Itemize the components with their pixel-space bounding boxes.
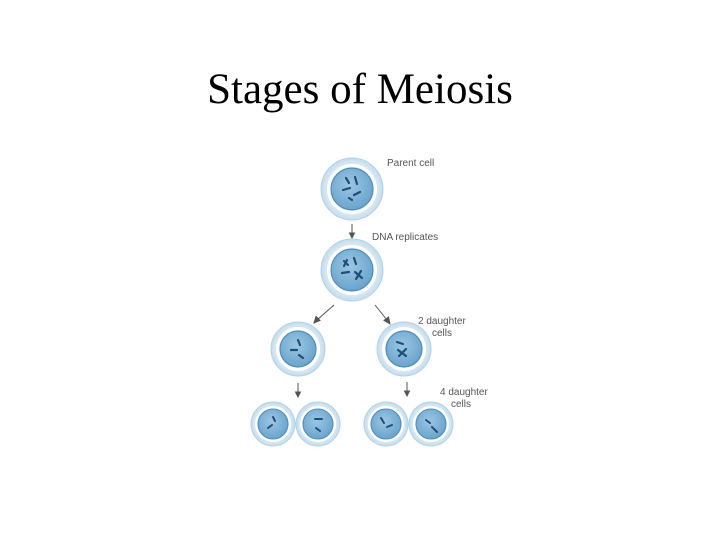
replicated-nucleus (330, 248, 374, 292)
parent-nucleus (330, 167, 374, 211)
replicated-cell (320, 238, 384, 302)
granddaughter-cell-4 (408, 401, 454, 447)
arrow-down-right (374, 304, 391, 326)
granddaughter-cell-2 (295, 401, 341, 447)
replicated-chromosomes (340, 256, 364, 281)
arrow-down-left (313, 304, 335, 324)
arrow-down-right-pair (403, 382, 411, 398)
daughter-cell-left (270, 321, 326, 377)
label-parent-cell: Parent cell (387, 158, 434, 169)
label-dna-replicates: DNA replicates (372, 232, 438, 243)
label-four-daughter-line1: 4 daughter (440, 387, 488, 398)
arrow-down-left-pair (294, 383, 302, 399)
daughter-cell-right (376, 321, 432, 377)
granddaughter-cell-3 (363, 401, 409, 447)
label-two-daughter-line2: cells (432, 328, 452, 339)
parent-cell (320, 157, 384, 221)
slide-title: Stages of Meiosis (207, 66, 513, 113)
label-four-daughter-line2: cells (451, 399, 471, 410)
arrow-down-1 (348, 224, 356, 240)
label-two-daughter-line1: 2 daughter (418, 316, 466, 327)
granddaughter-cell-1 (250, 401, 296, 447)
parent-chromosomes (341, 175, 362, 202)
